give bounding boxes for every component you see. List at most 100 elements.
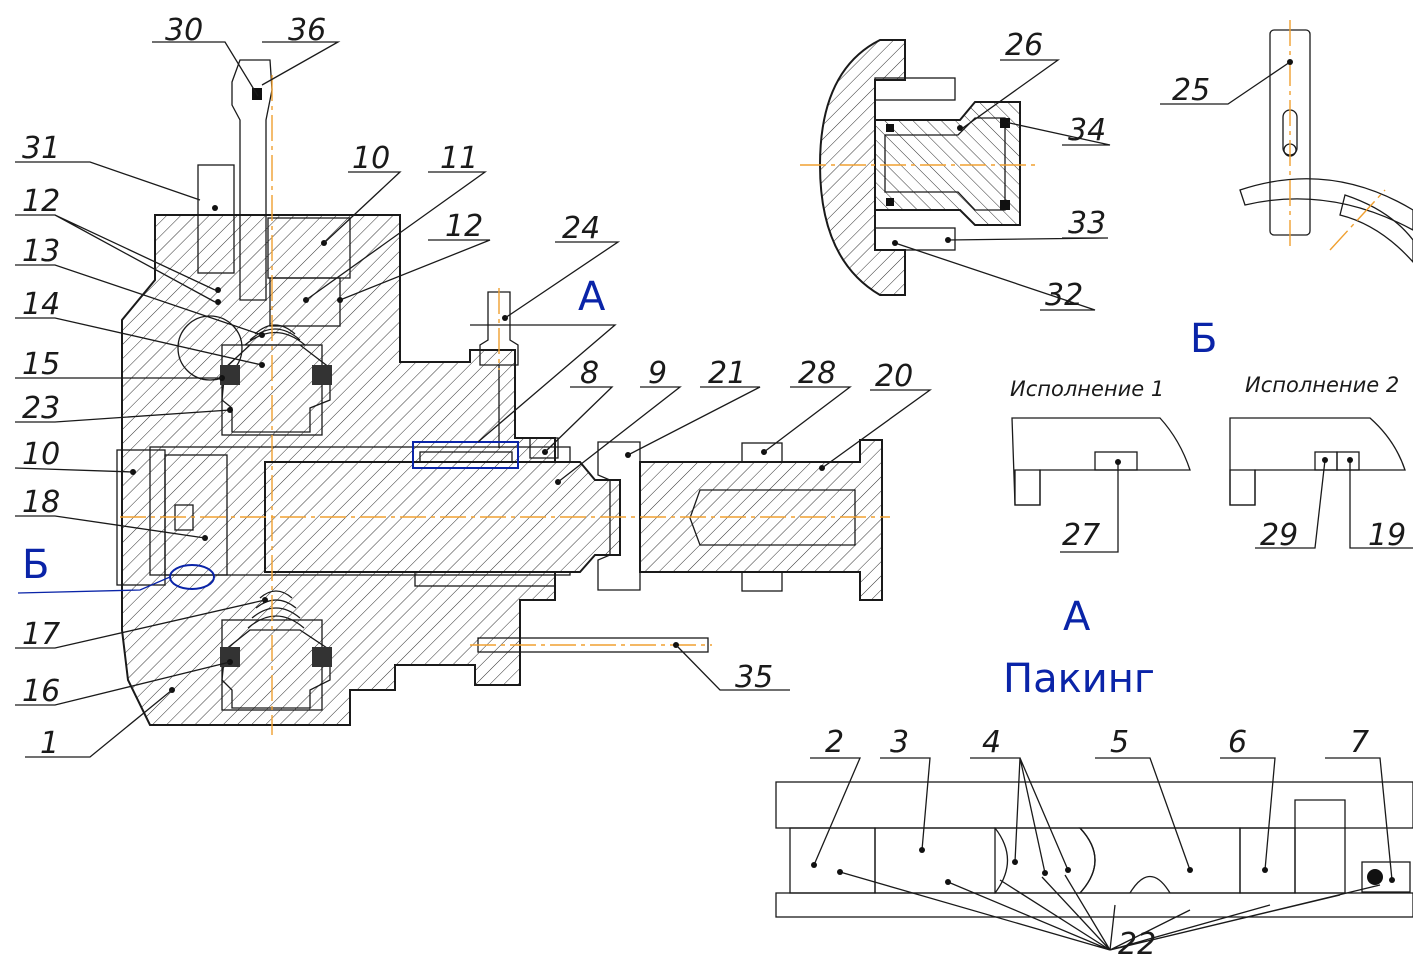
- callout-4: 4: [982, 725, 1001, 760]
- gland-nut: [197, 164, 235, 274]
- detail-b-title: Б: [1190, 316, 1217, 362]
- detail-a-frame: [412, 441, 519, 469]
- version-2-section: [1229, 417, 1406, 506]
- version-2-seal-b: [1336, 451, 1360, 471]
- dot-26: [957, 125, 963, 131]
- callout-36: 36: [288, 13, 326, 48]
- packing-title: Пакинг: [1003, 656, 1155, 702]
- version-1-caption: Исполнение 1: [1010, 377, 1164, 401]
- packing-detail-view: А Пакинг: [775, 594, 1413, 958]
- rod-seal-bottom: [741, 571, 783, 592]
- callout-16: 16: [22, 674, 60, 709]
- lower-seat-right: [312, 647, 332, 667]
- callout-21: 21: [708, 356, 746, 391]
- packing-housing: [775, 781, 1413, 829]
- callout-34: 34: [1068, 113, 1106, 148]
- callout-27: 27: [1062, 518, 1100, 553]
- top-stem: [231, 59, 273, 301]
- leader-lines: [14, 41, 933, 758]
- callout-35: 35: [735, 660, 773, 695]
- callout-25: 25: [1172, 73, 1210, 108]
- dot-34: [1002, 120, 1008, 126]
- dot-19: [1347, 457, 1353, 463]
- packing-lower: [414, 571, 556, 587]
- callout-13: 13: [22, 234, 60, 269]
- pin-slant-axis: [1329, 189, 1386, 251]
- oring-bottom: [886, 198, 894, 206]
- section-a-letter: А: [578, 274, 606, 320]
- callout-6: 6: [1228, 725, 1247, 760]
- dot-27: [1115, 459, 1121, 465]
- flange-nozzle: [874, 101, 1021, 226]
- main-section-view: 30 36 31 12 13 14 15 23 10 18 17 16 1 10…: [14, 13, 933, 761]
- dot-33: [945, 237, 951, 243]
- lower-seat-left: [220, 647, 240, 667]
- callout-12-right: 12: [445, 209, 483, 244]
- callout-11: 11: [440, 141, 478, 176]
- packing-ring-7: [1294, 799, 1346, 894]
- callout-20: 20: [875, 359, 913, 394]
- flange-leaders: [894, 59, 1111, 311]
- pin-arc: [1239, 178, 1413, 231]
- packing-ring-2: [789, 827, 876, 894]
- callout-17: 17: [22, 617, 60, 652]
- callout-22: 22: [1118, 927, 1156, 958]
- lower-valve: [221, 629, 331, 709]
- dot-25: [1287, 59, 1293, 65]
- oring-top: [886, 124, 894, 132]
- callout-10-top: 10: [352, 141, 390, 176]
- version-2-lip: [1229, 469, 1256, 506]
- callout-29: 29: [1260, 518, 1298, 553]
- detail-b-marker-letter: Б: [22, 542, 49, 588]
- callout-1: 1: [40, 726, 59, 761]
- packing-box: [529, 437, 559, 459]
- packing-rings-4: [993, 827, 1096, 894]
- upper-seat-left: [220, 365, 240, 385]
- packing-ball: [1367, 869, 1383, 885]
- version-1-lip: [1014, 469, 1041, 506]
- packing-dots: [811, 847, 1395, 885]
- callout-19: 19: [1368, 518, 1406, 553]
- callout-5: 5: [1110, 725, 1129, 760]
- callout-30: 30: [165, 13, 203, 48]
- upper-seat-right: [312, 365, 332, 385]
- callout-15: 15: [22, 347, 60, 382]
- side-port: [177, 315, 243, 381]
- packing-letter: А: [1063, 594, 1091, 640]
- dot-29: [1322, 457, 1328, 463]
- dot-32: [892, 240, 898, 246]
- left-insert: [164, 454, 228, 576]
- version-1-seal: [1094, 451, 1138, 471]
- seal-ring-bottom: [1000, 200, 1010, 210]
- version-2-caption: Исполнение 2: [1245, 373, 1399, 397]
- grease-fitting: [479, 291, 519, 366]
- flange-detail-view: 26 34 33 32: [800, 28, 1111, 313]
- rod-bore: [689, 489, 856, 546]
- callout-10-left: 10: [22, 437, 60, 472]
- packing-ring-3: [874, 827, 996, 894]
- version-1-section: [1011, 417, 1191, 506]
- callout-9: 9: [648, 356, 667, 391]
- packing-ring-5: [1078, 827, 1241, 894]
- callout-3: 3: [890, 725, 909, 760]
- detail-b-view: Б Исполнение 1 Исполнение 2 27 29 19: [1010, 316, 1413, 553]
- callout-33: 33: [1068, 206, 1106, 241]
- upper-valve: [221, 344, 331, 433]
- packing-shaft: [775, 892, 1413, 918]
- callout-24: 24: [562, 211, 600, 246]
- callout-31: 31: [22, 131, 60, 166]
- callout-14: 14: [22, 287, 60, 322]
- rod-seal-top: [741, 442, 783, 463]
- flange-bolt-top: [874, 77, 956, 101]
- callout-7: 7: [1350, 725, 1369, 760]
- packing-leaders: [810, 757, 1393, 951]
- pin-segment: [1339, 194, 1413, 263]
- callout-12: 12: [22, 184, 60, 219]
- push-rod: [639, 439, 883, 601]
- flange-bolt-bottom: [874, 227, 956, 251]
- pin-detail-view: 25: [1160, 20, 1413, 263]
- packing-oring-7: [1361, 861, 1411, 893]
- upper-spring: [244, 324, 306, 346]
- callout-23: 23: [22, 391, 60, 426]
